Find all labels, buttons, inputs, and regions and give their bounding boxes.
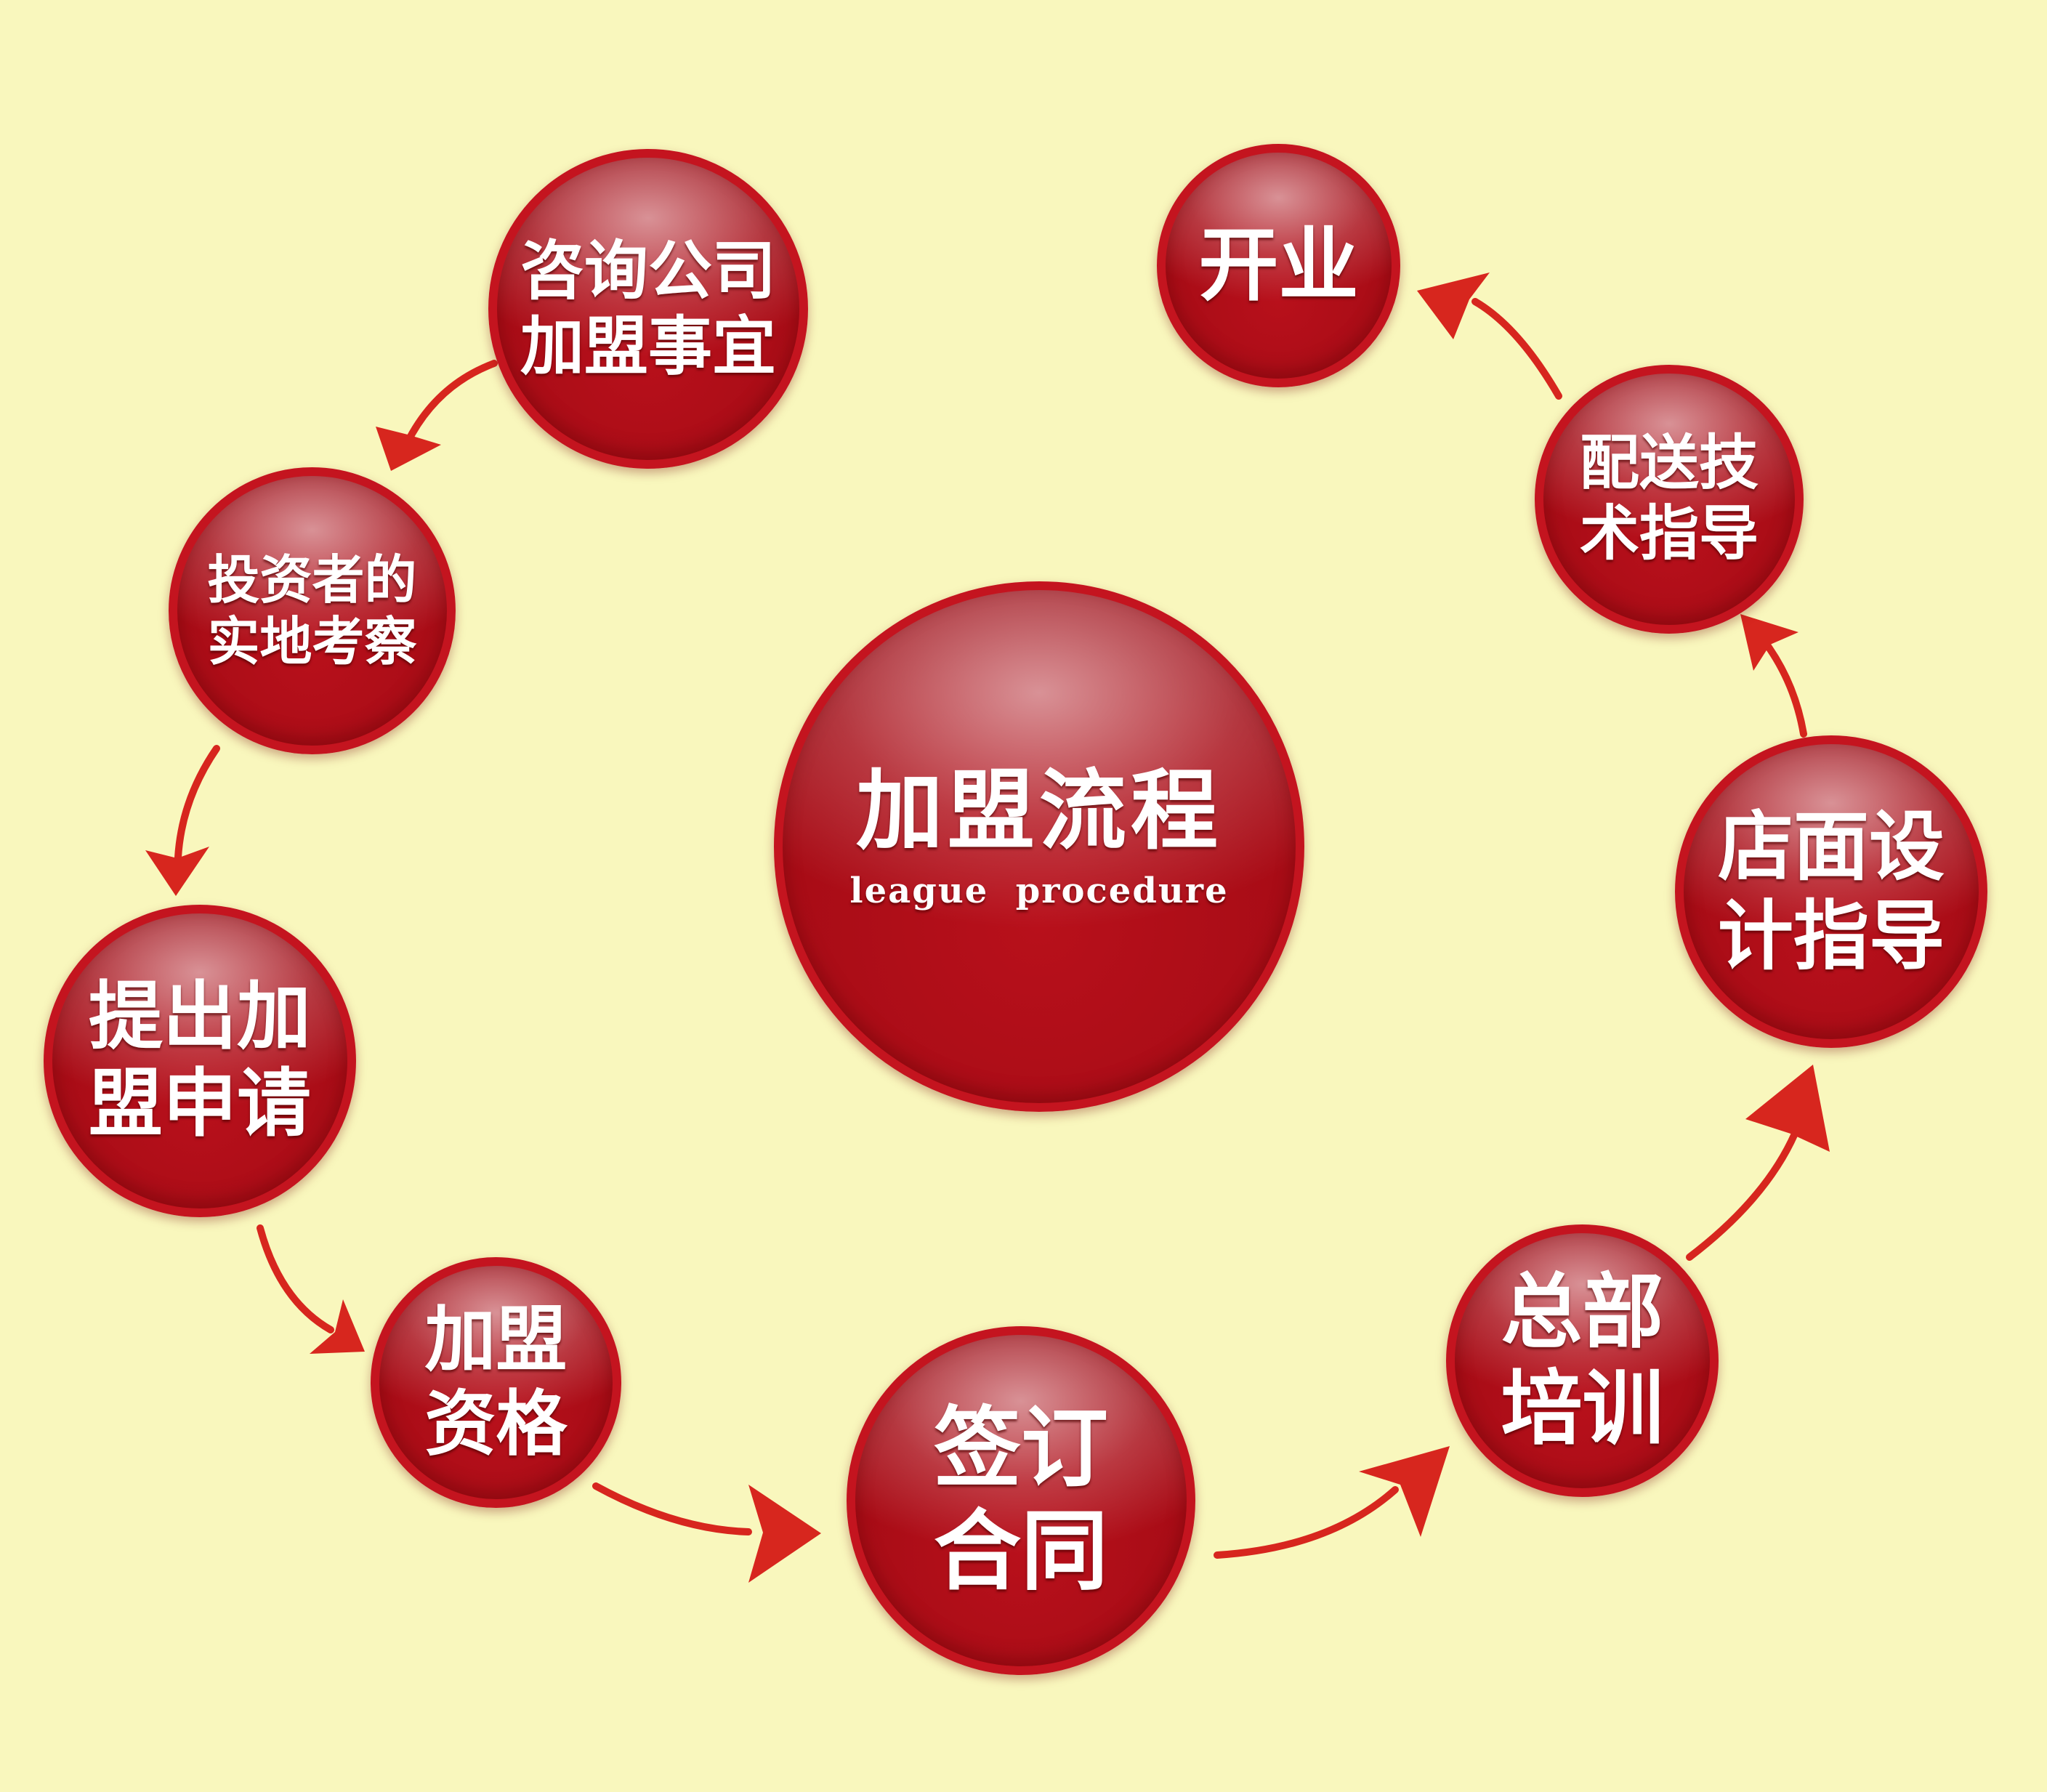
step-6-line-2: 培训 (1501, 1361, 1664, 1456)
step-7-line-2: 计指导 (1717, 892, 1945, 980)
step-open-business: 开业 (1157, 144, 1400, 387)
center-node: 加盟流程 league procedure (774, 581, 1304, 1112)
step-2-line-2: 实地考察 (207, 610, 417, 672)
step-delivery-tech-guidance: 配送技 术指导 (1535, 365, 1804, 634)
center-title: 加盟流程 (856, 761, 1222, 863)
arrow-6-head (1745, 1065, 1830, 1152)
step-3-line-2: 盟申请 (89, 1061, 311, 1147)
step-7-line-1: 店面设 (1717, 802, 1945, 892)
step-franchise-qualification: 加盟 资格 (371, 1257, 621, 1508)
arrow-2-head (145, 847, 209, 896)
step-site-inspection: 投资者的 实地考察 (169, 467, 456, 754)
arrow-8-head (1417, 273, 1490, 339)
step-5-line-1: 签订 (934, 1398, 1108, 1500)
step-4-line-1: 加盟 (424, 1298, 568, 1381)
step-3-line-1: 提出加 (89, 973, 311, 1060)
step-5-line-2: 合同 (934, 1501, 1108, 1602)
arrow-4-shaft (592, 1482, 752, 1535)
arrow-5-head (1359, 1446, 1450, 1537)
arrow-3-head (310, 1299, 365, 1354)
step-6-line-1: 总部 (1501, 1265, 1664, 1360)
step-4-line-2: 资格 (424, 1382, 568, 1466)
arrow-7-shaft (1762, 639, 1807, 738)
arrow-1-shaft (403, 360, 498, 447)
arrow-8-shaft (1471, 298, 1562, 400)
arrow-5-shaft (1214, 1486, 1399, 1559)
step-consult-company: 咨询公司 加盟事宜 (488, 149, 808, 469)
step-8-line-1: 配送技 (1579, 429, 1759, 499)
center-subtitle: league procedure (849, 870, 1229, 911)
arrow-4-head (748, 1485, 821, 1583)
step-submit-application: 提出加 盟申请 (44, 905, 356, 1217)
step-store-design-guidance: 店面设 计指导 (1675, 735, 1987, 1048)
arrow-7-head (1740, 614, 1798, 671)
arrow-2-shaft (174, 745, 220, 861)
arrow-3-shaft (257, 1224, 334, 1333)
step-1-line-2: 加盟事宜 (520, 309, 776, 384)
arrow-6-shaft (1686, 1130, 1798, 1261)
step-sign-contract: 签订 合同 (847, 1326, 1195, 1675)
arrow-1-head (376, 427, 441, 471)
step-hq-training: 总部 培训 (1446, 1224, 1719, 1497)
step-2-line-1: 投资者的 (207, 549, 417, 610)
step-9-line-1: 开业 (1198, 218, 1359, 312)
step-8-line-2: 术指导 (1579, 499, 1759, 568)
step-1-line-1: 咨询公司 (520, 233, 776, 309)
